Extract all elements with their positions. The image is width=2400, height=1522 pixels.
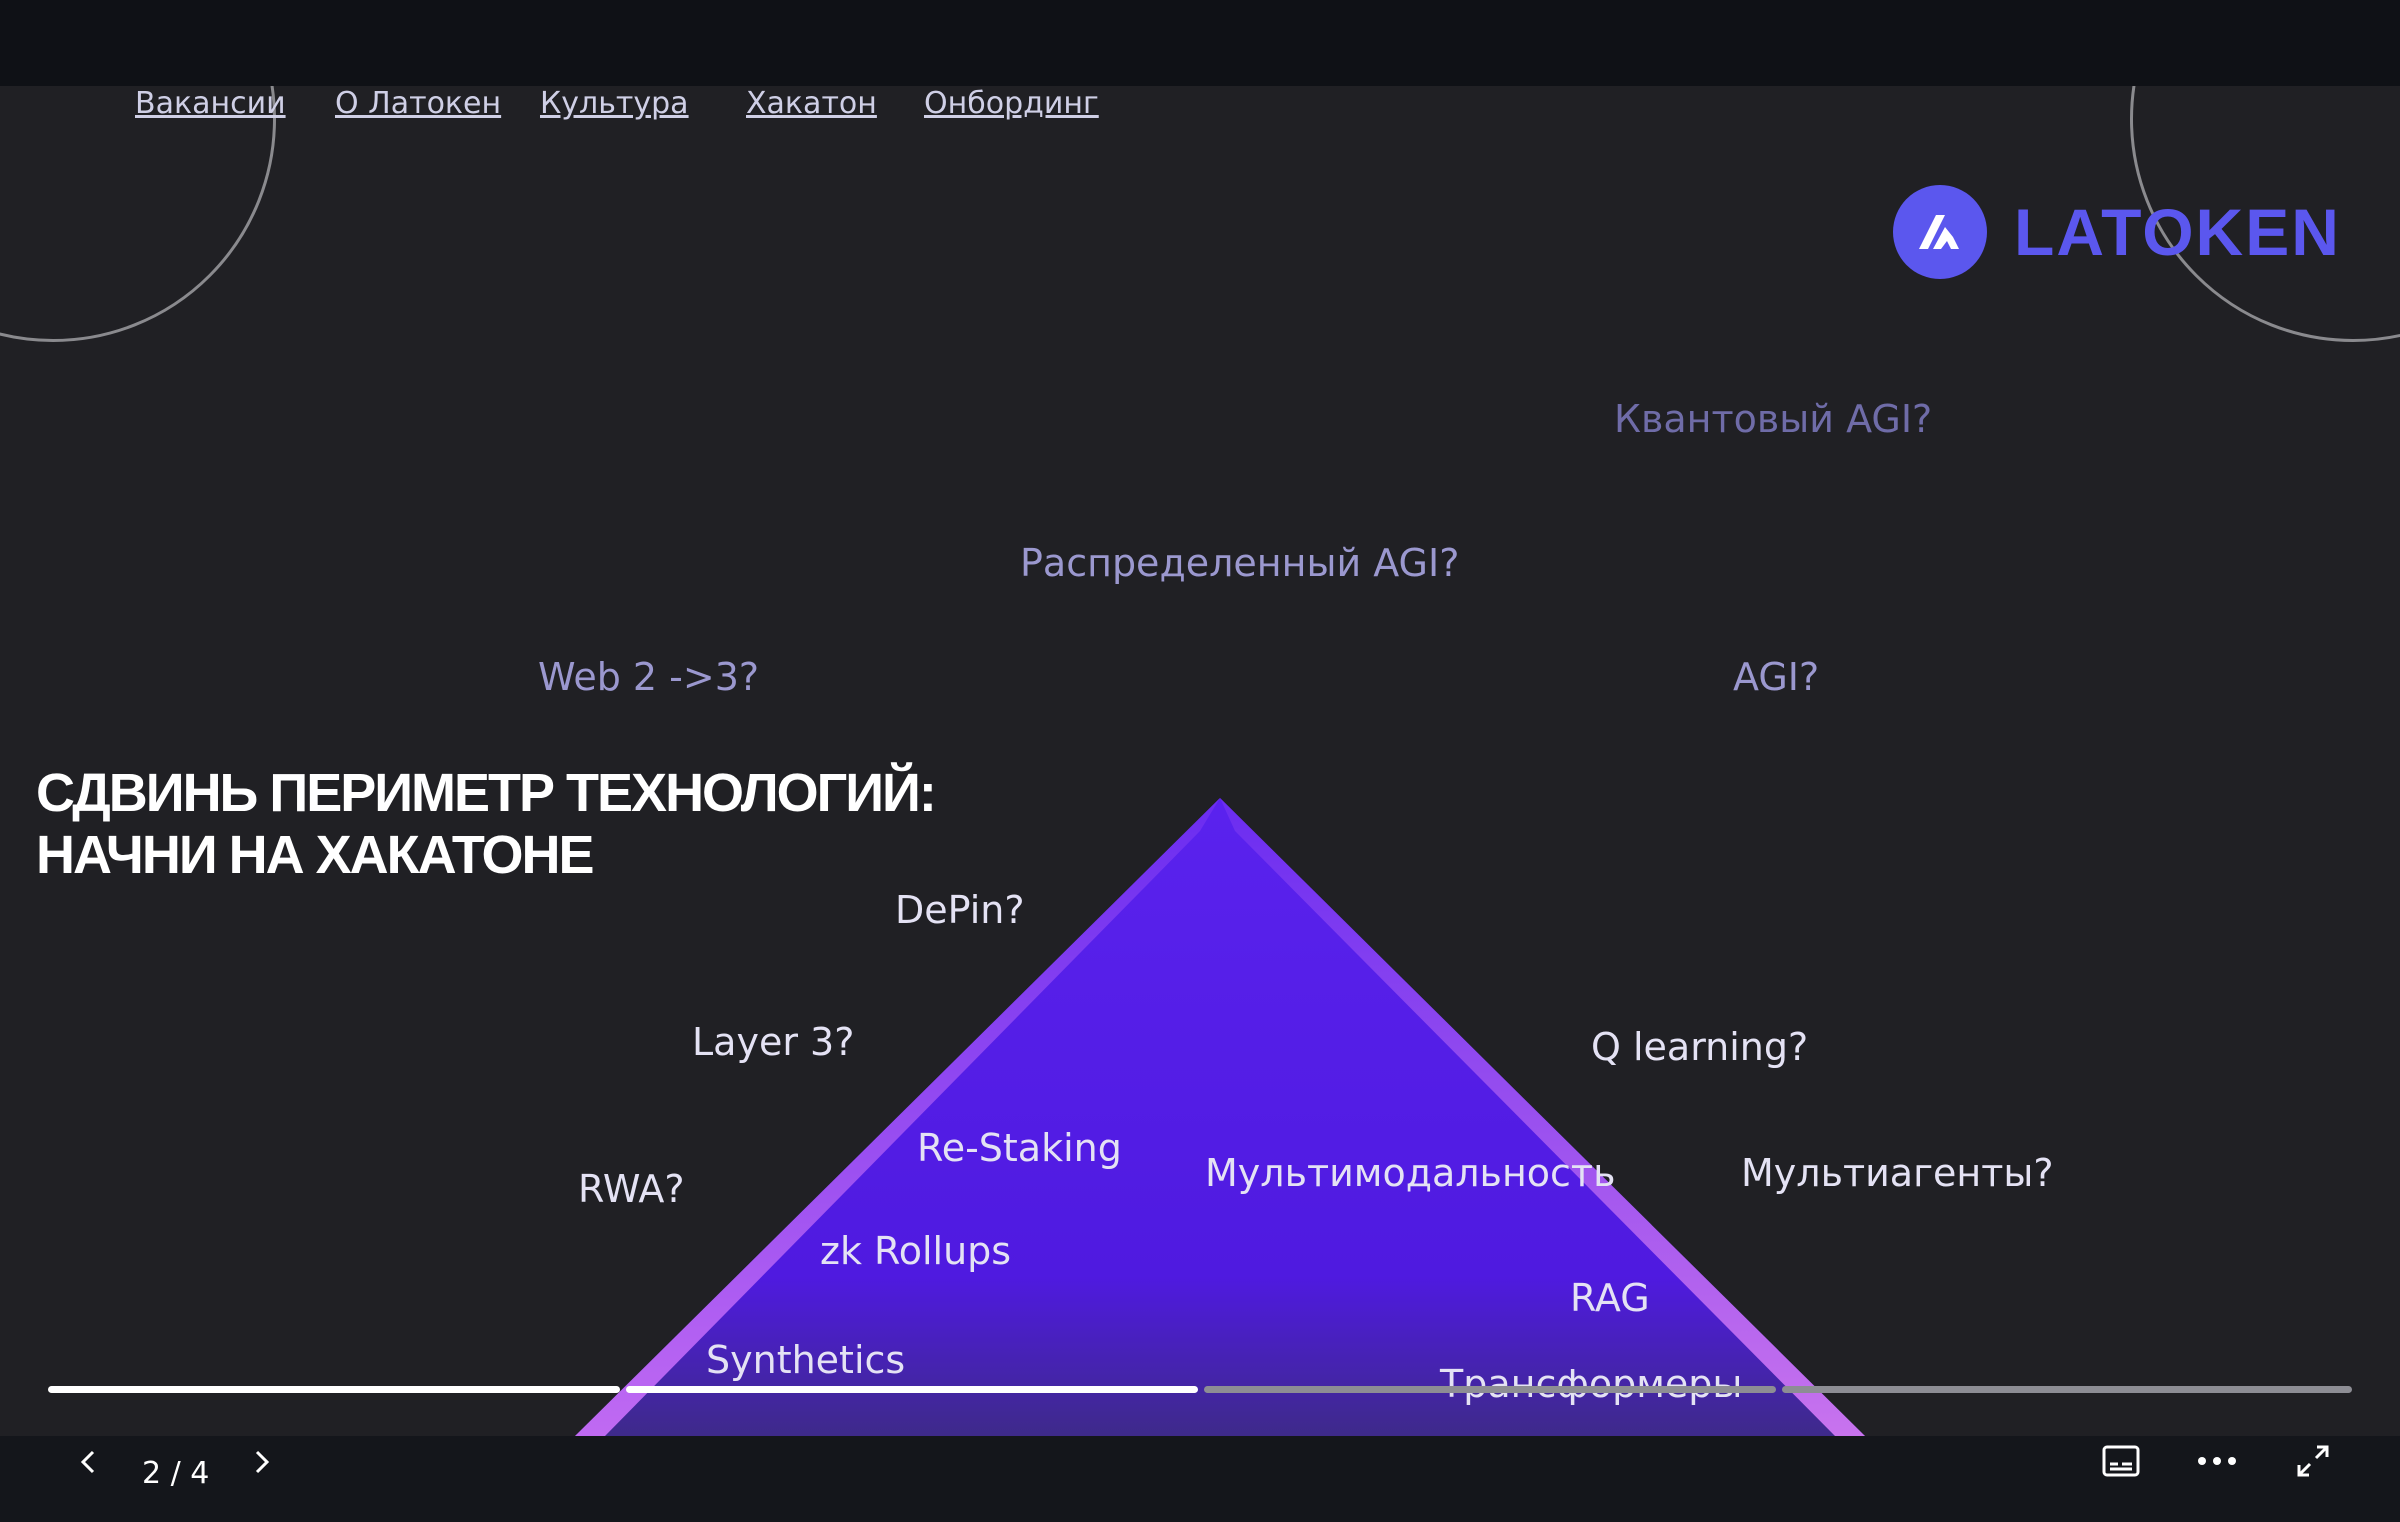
tag-rwa: RWA?	[578, 1167, 685, 1211]
tag-multimodality: Мультимодальность	[1205, 1151, 1616, 1195]
nav-link-vacancies[interactable]: Вакансии	[135, 86, 286, 121]
headline-line-2: НАЧНИ НА ХАКАТОНЕ	[36, 825, 595, 885]
progress-segment-3[interactable]	[1204, 1386, 1776, 1393]
headline-line-1: СДВИНЬ ПЕРИМЕТР ТЕХНОЛОГИЙ:	[36, 763, 937, 823]
progress-segment-2[interactable]	[626, 1386, 1198, 1393]
captions-icon	[2102, 1445, 2140, 1477]
slide-headline: СДВИНЬ ПЕРИМЕТР ТЕХНОЛОГИЙ: НАЧНИ НА ХАК…	[36, 762, 937, 886]
latoken-logo-icon	[1893, 185, 1987, 279]
tag-multiagents: Мультиагенты?	[1741, 1151, 2054, 1195]
tag-restaking: Re-Staking	[917, 1126, 1122, 1170]
captions-button[interactable]	[2096, 1436, 2146, 1486]
more-options-button[interactable]	[2192, 1436, 2242, 1486]
tag-distributed-agi: Распределенный AGI?	[1020, 541, 1460, 585]
presentation-slide: Вакансии О Латокен Культура Хакатон Онбо…	[0, 86, 2400, 1436]
tag-web23: Web 2 ->3?	[538, 655, 760, 699]
chevron-right-icon	[255, 1450, 270, 1474]
tag-quantum-agi: Квантовый AGI?	[1614, 397, 1933, 441]
more-icon	[2198, 1457, 2236, 1465]
nav-link-about[interactable]: О Латокен	[335, 86, 502, 121]
nav-link-onboarding[interactable]: Онбординг	[924, 86, 1099, 121]
latoken-logo-text: LATOKEN	[2014, 195, 2341, 269]
tag-q-learning: Q learning?	[1591, 1025, 1809, 1069]
tag-depin: DePin?	[895, 888, 1025, 932]
tag-rag: RAG	[1570, 1276, 1650, 1320]
nav-link-culture[interactable]: Культура	[540, 86, 689, 121]
next-page-button[interactable]	[240, 1440, 284, 1484]
player-controls-bar	[0, 1436, 2400, 1522]
tag-synthetics: Synthetics	[706, 1338, 906, 1382]
nav-link-hackathon[interactable]: Хакатон	[746, 86, 877, 121]
tag-zk-rollups: zk Rollups	[820, 1229, 1012, 1273]
fullscreen-button[interactable]	[2288, 1436, 2338, 1486]
pyramid-graphic	[575, 798, 1865, 1436]
progress-segment-4[interactable]	[1782, 1386, 2352, 1393]
tag-layer3: Layer 3?	[692, 1020, 855, 1064]
top-bar	[0, 0, 2400, 86]
tag-transformers: Трансформеры	[1440, 1362, 1743, 1406]
tag-agi: AGI?	[1733, 655, 1820, 699]
progress-segment-1[interactable]	[48, 1386, 620, 1393]
page-indicator: 2 / 4	[142, 1456, 210, 1491]
latoken-logo: LATOKEN	[1893, 185, 2341, 279]
previous-page-button[interactable]	[66, 1440, 110, 1484]
fullscreen-icon	[2297, 1445, 2329, 1477]
chevron-left-icon	[80, 1450, 95, 1474]
